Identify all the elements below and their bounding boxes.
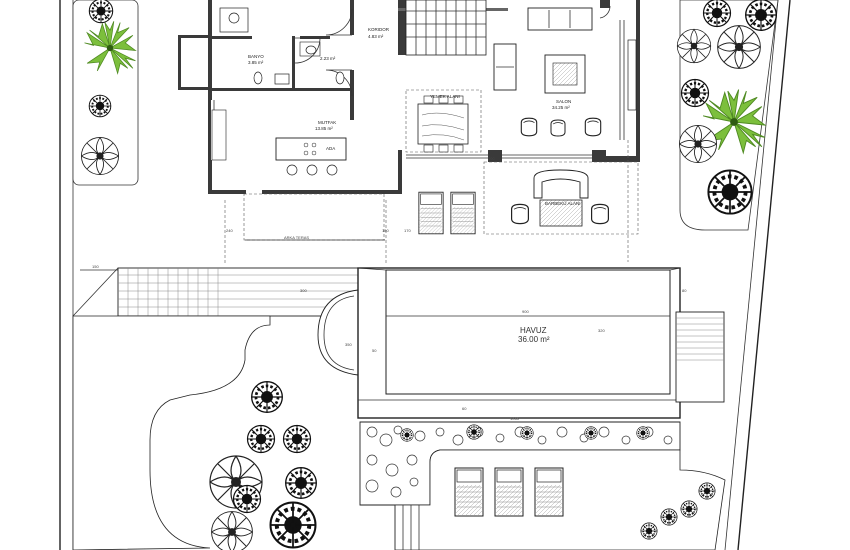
bathroom-area: 3.85 m²: [248, 60, 264, 65]
dim-300: 300: [300, 288, 307, 293]
bbq-label: BARBEKÜ ALANI: [545, 200, 581, 206]
dim-1065: 1065: [510, 416, 520, 421]
pool-area: 36.00 m²: [518, 335, 550, 344]
dining-set: [405, 89, 482, 153]
round-shrub-icon: [88, 94, 112, 118]
pool: [357, 267, 681, 419]
terrace-label: ARKA TERAS: [284, 235, 309, 240]
dimension-labels: 150 300 350 240 140 170 200 80 50 900 10…: [92, 156, 687, 421]
pool-label: HAVUZ: [520, 326, 547, 335]
kitchen-label: MUTFAK: [318, 120, 336, 125]
dim-150: 150: [92, 264, 99, 269]
dim-350: 350: [345, 342, 352, 347]
deck-steps: [72, 267, 359, 317]
right-planter: [676, 0, 779, 231]
round-shrub-icon: [702, 0, 732, 28]
staircase: [405, 0, 487, 56]
round-shrub-icon: [680, 78, 710, 108]
round-shrub-icon: [88, 0, 114, 24]
living-furniture: [493, 7, 637, 137]
flower-bush-icon: [678, 124, 718, 164]
dim-320: 320: [598, 328, 605, 333]
corridor-area: 4.83 m²: [368, 34, 384, 39]
bathroom-label: BANYO: [248, 54, 264, 59]
living-label: SALON: [556, 99, 571, 104]
living-area: 34.25 m²: [552, 105, 570, 110]
dim-80: 80: [682, 288, 687, 293]
bathroom-fixtures: [219, 7, 345, 85]
room-labels: KORIDOR 4.83 m² BANYO 3.85 m² 2.23 m² MU…: [248, 27, 581, 344]
pool-steps: [675, 311, 725, 403]
kitchen-area: 13.85 m²: [315, 126, 333, 131]
left-garden-plants: [209, 380, 318, 550]
wc-area: 2.23 m²: [320, 56, 336, 61]
dim-50: 50: [372, 348, 377, 353]
kitchen-fixtures: [211, 109, 347, 176]
flower-bush-icon: [80, 136, 120, 176]
dim-240: 240: [226, 228, 233, 233]
dim-140: 140: [382, 228, 389, 233]
lower-deck: [394, 449, 726, 550]
dim-170: 170: [404, 228, 411, 233]
lawn-left: [72, 315, 271, 550]
left-planter: [72, 0, 139, 186]
round-platform: [317, 289, 359, 376]
round-shrub-icon: [706, 168, 754, 216]
dim-900: 900: [522, 309, 529, 314]
island-label: ADA: [326, 146, 335, 151]
dim-60: 60: [462, 406, 467, 411]
flower-bush-icon: [676, 28, 712, 64]
flower-bush-icon: [716, 24, 762, 70]
dining-label: YEMEK ALANI: [430, 94, 460, 99]
dim-200: 200: [488, 156, 495, 161]
corridor-label: KORIDOR: [368, 27, 390, 32]
round-shrub-icon: [744, 0, 778, 32]
